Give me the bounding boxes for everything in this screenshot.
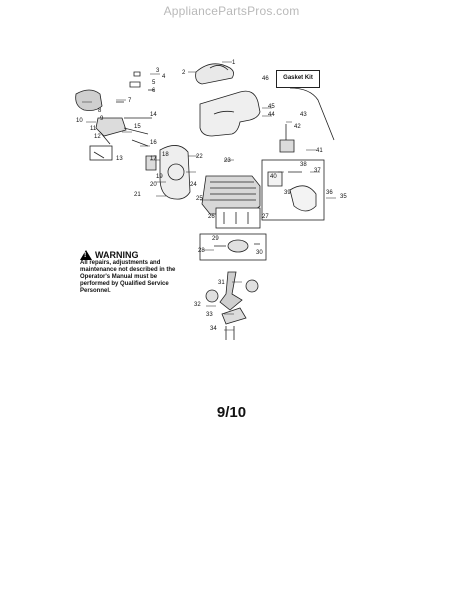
warning-triangle-icon <box>80 250 92 261</box>
part-label-31: 31 <box>218 280 225 286</box>
crankshaft <box>219 271 243 311</box>
part-label-34: 34 <box>210 326 217 332</box>
part-label-15: 15 <box>134 124 141 130</box>
screw-parts <box>116 71 154 103</box>
part-label-10: 10 <box>76 118 83 124</box>
part-label-14: 14 <box>150 112 157 118</box>
air-filter-cover <box>195 63 234 85</box>
part-label-38: 38 <box>300 162 307 168</box>
part-label-18: 18 <box>162 152 169 158</box>
part-label-6: 6 <box>152 88 156 94</box>
part-label-7: 7 <box>128 98 132 104</box>
part-label-42: 42 <box>294 124 301 130</box>
fuel-filter <box>145 155 157 171</box>
part-label-13: 13 <box>116 156 123 162</box>
watermark-text: AppliancePartsPros.com <box>163 4 300 18</box>
part-label-28: 28 <box>198 248 205 254</box>
carburetor <box>75 89 103 111</box>
ignition-wire <box>289 87 335 141</box>
page-number: 9/10 <box>216 404 247 421</box>
part-label-33: 33 <box>206 312 213 318</box>
top-cover-shroud <box>199 90 261 137</box>
part-label-21: 21 <box>134 192 141 198</box>
part-label-30: 30 <box>256 250 263 256</box>
part-label-27: 27 <box>262 214 269 220</box>
part-label-3: 3 <box>156 68 160 74</box>
warning-body: All repairs, adjustments and maintenance… <box>80 260 176 294</box>
part-label-24: 24 <box>190 182 197 188</box>
gasket-kit-label: Gasket Kit <box>283 75 313 81</box>
part-label-43: 43 <box>300 112 307 118</box>
part-label-22: 22 <box>196 154 203 160</box>
part-label-29: 29 <box>212 236 219 242</box>
part-label-44: 44 <box>268 112 275 118</box>
part-label-19: 19 <box>156 174 163 180</box>
part-label-36: 36 <box>326 190 333 196</box>
part-label-45: 45 <box>268 104 275 110</box>
part-label-35: 35 <box>340 194 347 200</box>
part-label-5: 5 <box>152 80 156 86</box>
part-label-4: 4 <box>162 74 166 80</box>
part-label-17: 17 <box>150 156 157 162</box>
part-label-9: 9 <box>100 116 104 122</box>
warning-title: WARNING <box>95 250 139 260</box>
part-label-12: 12 <box>94 134 101 140</box>
part-label-11: 11 <box>90 126 97 132</box>
side-cover <box>159 145 191 200</box>
part-label-40: 40 <box>270 174 277 180</box>
part-label-26: 26 <box>208 214 215 220</box>
part-label-32: 32 <box>194 302 201 308</box>
part-label-2: 2 <box>182 70 186 76</box>
part-label-1: 1 <box>232 60 236 66</box>
part-label-8: 8 <box>98 108 102 114</box>
part-label-25: 25 <box>196 196 203 202</box>
part-label-20: 20 <box>150 182 157 188</box>
gasket-kit-box: Gasket Kit <box>276 70 320 88</box>
gasket-kit-number: 46 <box>262 76 269 82</box>
part-label-16: 16 <box>150 140 157 146</box>
part-label-39: 39 <box>284 190 291 196</box>
part-label-37: 37 <box>314 168 321 174</box>
warning-notice: WARNING All repairs, adjustments and mai… <box>80 250 180 295</box>
part-label-41: 41 <box>316 148 323 154</box>
part-label-23: 23 <box>224 158 231 164</box>
